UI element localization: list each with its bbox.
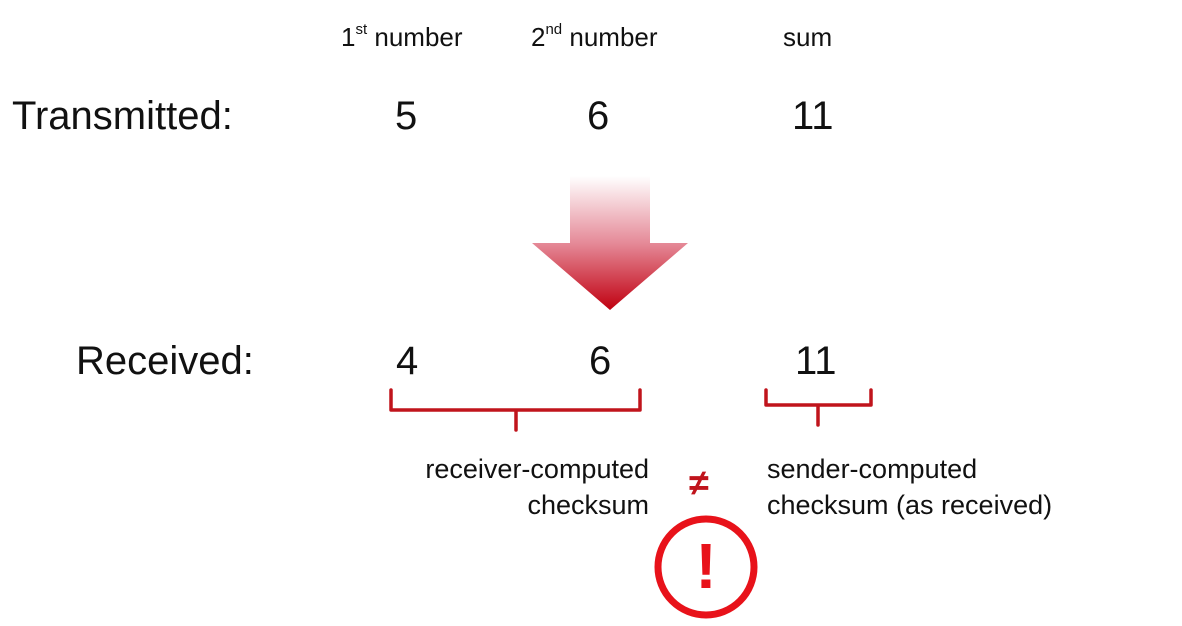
header-second-number: 2nd number — [531, 21, 658, 52]
transmitted-first-number: 5 — [395, 94, 418, 138]
received-second-number: 6 — [589, 339, 612, 383]
transmitted-label: Transmitted: — [12, 94, 233, 138]
receiver-computed-caption: receiver-computed checksum — [425, 454, 649, 520]
received-first-number: 4 — [396, 339, 419, 383]
transmitted-second-number: 6 — [587, 94, 610, 138]
receiver-checksum-brace — [389, 388, 642, 432]
received-sum: 11 — [795, 339, 837, 383]
transmitted-sum: 11 — [792, 94, 834, 138]
header-sum: sum — [783, 22, 833, 52]
transmission-arrow — [532, 176, 688, 310]
sender-checksum-brace — [764, 388, 873, 427]
alert-circle — [654, 515, 758, 619]
alert-icon: ! — [695, 530, 717, 602]
received-label: Received: — [76, 339, 254, 383]
sender-computed-caption: sender-computed checksum (as received) — [767, 454, 1053, 520]
not-equal-icon: ≠ — [689, 462, 709, 503]
header-first-number: 1st number — [341, 21, 463, 52]
